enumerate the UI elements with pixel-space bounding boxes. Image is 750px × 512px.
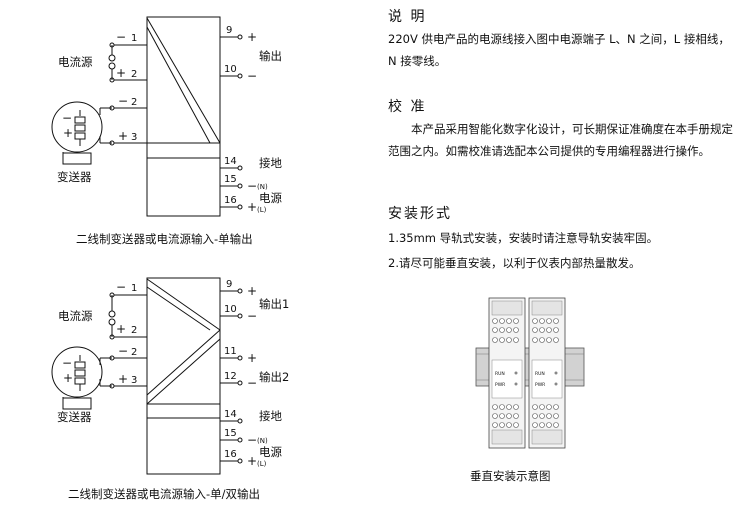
- terminal-number: 15: [224, 428, 237, 439]
- terminal-number: 9: [226, 279, 232, 290]
- sign-plus: +: [247, 284, 257, 298]
- terminal-number: 2: [131, 69, 137, 80]
- terminal-number: 3: [131, 375, 137, 386]
- pwr-label: PWR: [495, 382, 505, 388]
- terminal-number: 10: [224, 64, 237, 75]
- sign-minus: −: [247, 376, 257, 390]
- sign-minus: −: [62, 111, 72, 125]
- transmitter-label: 变送器: [57, 410, 92, 424]
- sign-minus: −: [247, 179, 257, 193]
- sign-plus: +: [247, 351, 257, 365]
- calibration-title: 校 准: [388, 99, 427, 115]
- output1-label: 输出1: [259, 297, 289, 311]
- sign-minus: −: [247, 69, 257, 83]
- current-source-label: 电流源: [58, 309, 93, 323]
- ground-label: 接地: [259, 409, 282, 423]
- install-item-1: 1.35mm 导轨式安装，安装时请注意导轨安装牢固。: [388, 231, 659, 245]
- terminal-number: 2: [131, 97, 137, 108]
- sign-minus: −: [118, 344, 128, 358]
- sign-plus: +: [63, 126, 73, 140]
- neutral-label: (N): [257, 437, 268, 445]
- note-title: 说 明: [388, 9, 427, 25]
- output-label: 输出: [259, 49, 282, 63]
- sign-plus: +: [116, 322, 126, 336]
- install-title: 安装形式: [388, 206, 452, 222]
- transmitter-label: 变送器: [57, 170, 92, 184]
- device-caption: 垂直安装示意图: [470, 469, 551, 483]
- calibration-text: 本产品采用智能化数字化设计，可长期保证准确度在本手册规定范围之内。如需校准请选配…: [388, 122, 733, 158]
- terminal-number: 16: [224, 449, 237, 460]
- terminal-number: 10: [224, 304, 237, 315]
- run-label: RUN: [535, 371, 545, 377]
- ground-label: 接地: [259, 156, 282, 170]
- note-text: 220V 供电产品的电源线接入图中电源端子 L、N 之间，L 接相线，N 接零线…: [388, 32, 730, 68]
- line-label: (L): [257, 206, 267, 214]
- terminal-number: 14: [224, 409, 237, 420]
- terminal-number: 1: [131, 33, 137, 44]
- diagram2-caption: 二线制变送器或电流源输入-单/双输出: [68, 487, 260, 501]
- sign-plus: +: [116, 66, 126, 80]
- pwr-label: PWR: [535, 382, 545, 388]
- sign-plus: +: [247, 454, 257, 468]
- run-label: RUN: [495, 371, 505, 377]
- terminal-number: 2: [131, 347, 137, 358]
- terminal-number: 12: [224, 371, 237, 382]
- terminal-number: 1: [131, 283, 137, 294]
- din-rail-device-illustration: RUN PWR RUN PWR: [475, 297, 585, 449]
- sign-minus: −: [247, 309, 257, 323]
- sign-minus: −: [116, 280, 126, 294]
- sign-minus: −: [116, 30, 126, 44]
- sign-plus: +: [63, 371, 73, 385]
- terminal-number: 15: [224, 174, 237, 185]
- sign-minus: −: [62, 356, 72, 370]
- terminal-number: 3: [131, 132, 137, 143]
- power-label: 电源: [259, 191, 282, 205]
- sign-plus: +: [118, 372, 128, 386]
- sign-minus: −: [118, 94, 128, 108]
- sign-plus: +: [118, 129, 128, 143]
- sign-plus: +: [247, 30, 257, 44]
- power-label: 电源: [259, 445, 282, 459]
- sign-plus: +: [247, 200, 257, 214]
- sign-minus: −: [247, 433, 257, 447]
- line-label: (L): [257, 460, 267, 468]
- current-source-label: 电流源: [58, 55, 93, 69]
- terminal-number: 14: [224, 156, 237, 167]
- output2-label: 输出2: [259, 370, 289, 384]
- terminal-number: 9: [226, 25, 232, 36]
- terminal-number: 2: [131, 325, 137, 336]
- install-item-2: 2.请尽可能垂直安装，以利于仪表内部热量散发。: [388, 256, 641, 270]
- terminal-number: 16: [224, 195, 237, 206]
- diagram1-caption: 二线制变送器或电流源输入-单输出: [76, 232, 253, 246]
- neutral-label: (N): [257, 183, 268, 191]
- terminal-number: 11: [224, 346, 237, 357]
